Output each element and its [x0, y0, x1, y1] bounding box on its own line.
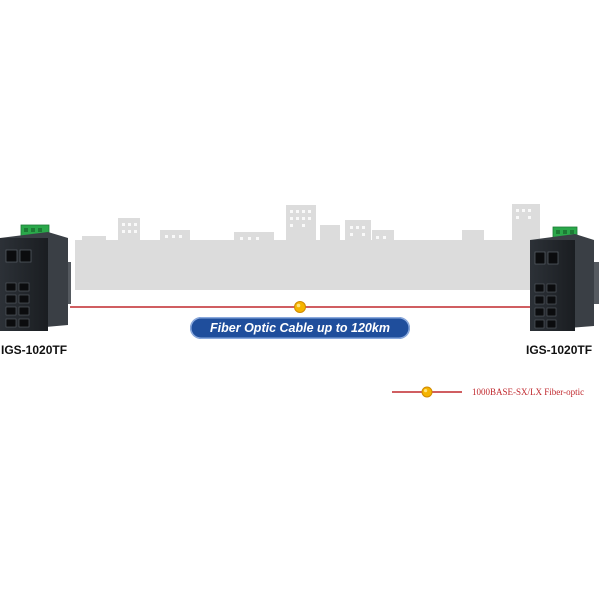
building-windows: [122, 209, 531, 240]
city-skyline-icon: [75, 204, 540, 290]
cable-distance-banner: Fiber Optic Cable up to 120km: [190, 317, 410, 339]
legend-swatch: [392, 386, 462, 398]
legend-label: 1000BASE-SX/LX Fiber-optic: [472, 387, 585, 397]
industrial-switch-icon: [530, 226, 599, 331]
device-label-right: IGS-1020TF: [526, 343, 593, 357]
industrial-switch-icon: [0, 224, 71, 331]
device-label-left: IGS-1020TF: [1, 343, 68, 357]
fiber-node-icon: [294, 301, 306, 313]
